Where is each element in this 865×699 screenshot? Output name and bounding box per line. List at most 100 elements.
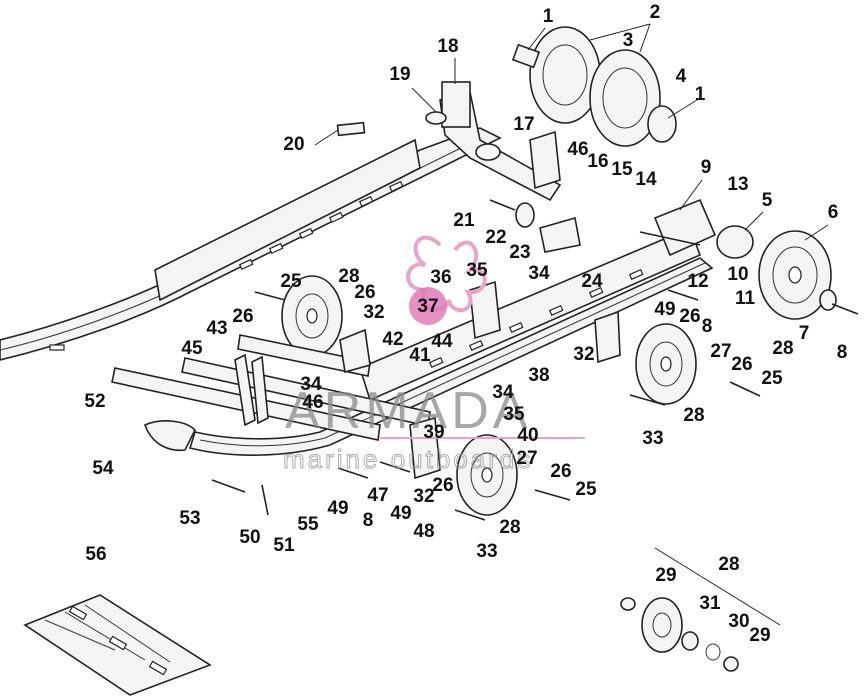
callout-l1b: 1 (695, 84, 706, 105)
callout-l4: 4 (676, 66, 687, 87)
callout-l25a: 25 (280, 271, 302, 292)
rail-slots-right (428, 268, 644, 368)
callout-l25b: 25 (761, 368, 783, 389)
callout-l13: 13 (727, 174, 748, 195)
callout-l34b: 34 (300, 374, 322, 395)
rail-slots (238, 180, 404, 271)
callout-l34c: 34 (492, 382, 514, 403)
callout-l33a: 33 (642, 428, 663, 449)
callout-l29a: 29 (655, 565, 676, 586)
callout-l37: 37 (417, 296, 438, 317)
callout-l6: 6 (828, 202, 839, 223)
callout-l26a: 26 (354, 282, 375, 303)
callout-l32a: 32 (363, 302, 384, 323)
decal-20 (336, 121, 366, 137)
callout-l56: 56 (85, 544, 106, 565)
callout-l50: 50 (239, 527, 260, 548)
callout-l28d: 28 (499, 517, 520, 538)
left-slide-rail (0, 127, 502, 361)
front-arm (425, 81, 562, 202)
callout-l38: 38 (528, 365, 549, 386)
callout-l36: 36 (430, 267, 451, 288)
callout-l40: 40 (517, 425, 538, 446)
armada-logo-icon (406, 235, 487, 325)
callout-l28e: 28 (718, 554, 739, 575)
callout-l34a: 34 (528, 263, 550, 284)
callout-l29b: 29 (749, 625, 770, 646)
callout-l1a: 1 (543, 6, 554, 27)
callout-l30: 30 (728, 611, 749, 632)
callout-l26e: 26 (550, 461, 571, 482)
callout-l9: 9 (701, 157, 712, 178)
watermark-subtitle: marine outboards (283, 444, 533, 474)
callout-l8b: 8 (837, 342, 848, 363)
callout-l19: 19 (389, 64, 410, 85)
bolts (211, 199, 761, 521)
watermark: ARMADA marine outboards (283, 235, 585, 475)
callout-l52: 52 (84, 391, 105, 412)
rail-tip-54 (144, 420, 196, 452)
callout-l21: 21 (453, 210, 475, 231)
callout-l35a: 35 (466, 260, 488, 281)
rear-bracket (639, 198, 717, 257)
callout-l22: 22 (485, 227, 506, 248)
callout-l32b: 32 (573, 344, 594, 365)
callout-l55: 55 (297, 514, 319, 535)
wheel-detail-28 (620, 547, 781, 672)
callout-l26f: 26 (432, 475, 453, 496)
watermark-title: ARMADA (285, 382, 531, 440)
callout-l28b: 28 (772, 338, 793, 359)
callout-l49c: 49 (390, 503, 411, 524)
callout-l8c: 8 (363, 510, 374, 531)
callout-l8a: 8 (702, 316, 713, 337)
callout-l49b: 49 (327, 498, 348, 519)
callout-l16: 16 (587, 151, 608, 172)
callout-l5: 5 (762, 190, 773, 211)
callout-l32c: 32 (413, 486, 434, 507)
callout-l15: 15 (611, 159, 633, 180)
callout-l3: 3 (623, 30, 634, 51)
middle-wheel-right (635, 323, 697, 405)
spring-bracket (339, 202, 621, 480)
callout-l2: 2 (650, 2, 661, 23)
callout-l43: 43 (206, 318, 227, 339)
rear-wheel (716, 225, 859, 320)
callout-l33b: 33 (476, 541, 497, 562)
callout-l27a: 27 (710, 341, 731, 362)
callout-l18: 18 (437, 36, 458, 57)
callout-l46b: 46 (302, 392, 323, 413)
callout-l14: 14 (635, 169, 657, 190)
callout-l24: 24 (581, 271, 603, 292)
callout-l12: 12 (687, 271, 708, 292)
callout-l44: 44 (431, 331, 453, 352)
callout-l41: 41 (409, 345, 431, 366)
right-slide-rail (188, 226, 714, 456)
callout-l25c: 25 (575, 479, 597, 500)
callout-l39: 39 (423, 422, 444, 443)
callout-l10: 10 (727, 264, 748, 285)
callout-l26d: 26 (731, 354, 752, 375)
callout-l26c: 26 (679, 306, 700, 327)
callout-l54: 54 (92, 458, 114, 479)
slide-56 (23, 594, 212, 696)
callout-l17: 17 (513, 114, 534, 135)
callout-l26b: 26 (232, 306, 253, 327)
callout-l11: 11 (735, 288, 756, 309)
callout-l28c: 28 (683, 405, 704, 426)
callout-l42: 42 (382, 329, 403, 350)
callout-l27b: 27 (516, 448, 537, 469)
lower-wheel (456, 434, 518, 516)
callout-l35b: 35 (503, 404, 525, 425)
callout-l49a: 49 (654, 299, 675, 320)
cross-shafts (111, 334, 431, 441)
callout-l28a: 28 (338, 266, 359, 287)
callout-l20: 20 (283, 134, 304, 155)
callout-l31: 31 (699, 593, 721, 614)
callout-l47: 47 (367, 485, 388, 506)
callout-l51: 51 (273, 535, 295, 556)
callout-l45: 45 (181, 338, 203, 359)
callout-l46a: 46 (567, 139, 588, 160)
leader-lines (314, 23, 829, 241)
